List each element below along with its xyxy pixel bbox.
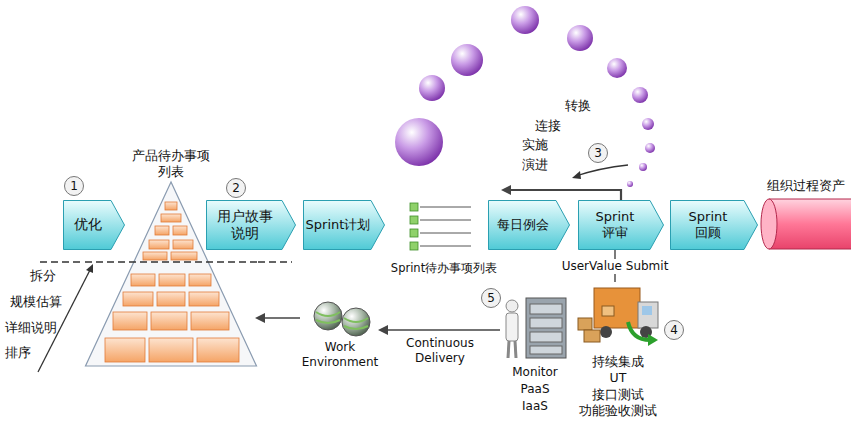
infra-label: PaaS: [500, 381, 570, 398]
chevron-text-area: 每日例会: [490, 200, 556, 250]
chev-node: Sprint 评审: [578, 200, 664, 250]
chev-node: 优化: [63, 200, 125, 250]
test-label: UT: [576, 370, 660, 386]
infra-label: Monitor: [500, 364, 570, 381]
chevron-text-area: 用户故事 说明: [208, 200, 282, 250]
step-label: 优化: [68, 216, 108, 234]
chevron-text-area: Sprint 评审: [580, 200, 650, 250]
backlog-heading: 产品待办事项列表: [129, 148, 213, 179]
note-label: 演进: [522, 157, 548, 173]
chev-node: Sprint 回顾: [670, 200, 758, 250]
connector: [380, 329, 500, 330]
edge-label: UserValue Submit: [560, 259, 671, 274]
server-node: MonitorPaaSIaaS: [500, 292, 570, 422]
chevron-text-area: Sprint 回顾: [672, 200, 744, 250]
edge-label: Continuous Delivery: [399, 336, 481, 366]
step-label: Sprint 回顾: [681, 209, 735, 242]
truck-node: 持续集成UT接口测试功能验收测试: [576, 282, 660, 437]
step-label: Sprint 评审: [588, 209, 642, 242]
test-label: 持续集成: [576, 354, 660, 370]
chev-node: 每日例会: [488, 200, 570, 250]
step-label: 用户故事 说明: [213, 208, 277, 243]
bubbles: [395, 6, 655, 187]
callout-number: 4: [664, 320, 684, 340]
chevron-text-area: 优化: [65, 200, 111, 250]
chev-node: Sprint计划: [303, 200, 385, 250]
globe-node: Work Environment: [300, 296, 380, 376]
server-text-area: MonitorPaaSIaaS: [500, 364, 570, 414]
note-label: 转换: [565, 98, 591, 114]
callout-number: 2: [226, 178, 246, 198]
step-label: 每日例会: [493, 217, 553, 233]
list-node: Sprint待办事项列表: [385, 185, 503, 278]
callout-number: 1: [64, 176, 84, 196]
test-label: 功能验收测试: [576, 403, 660, 419]
note-label: 实施: [522, 137, 548, 153]
cyl-node: 组织过程资产: [760, 178, 851, 253]
connector: [257, 317, 300, 318]
note-label: 排序: [5, 345, 31, 361]
chev-node: 用户故事 说明: [206, 200, 296, 250]
callout-number: 3: [588, 143, 608, 163]
test-label: 接口测试: [576, 387, 660, 403]
callout-number: 5: [481, 288, 501, 308]
truck-text-area: 持续集成UT接口测试功能验收测试: [576, 354, 660, 419]
note-label: 详细说明: [5, 320, 57, 336]
environment-label: Work Environment: [300, 340, 380, 370]
step-label: Sprint计划: [305, 217, 371, 233]
cylinder-label: 组织过程资产: [760, 178, 851, 195]
bubble-arrow: [576, 165, 628, 176]
list-label: Sprint待办事项列表: [385, 261, 503, 276]
note-label: 规模估算: [10, 294, 62, 310]
note-label: 连接: [535, 118, 561, 134]
connector: [503, 190, 621, 200]
chevron-text-area: Sprint计划: [305, 200, 371, 250]
note-label: 拆分: [30, 268, 56, 284]
infra-label: IaaS: [500, 398, 570, 415]
